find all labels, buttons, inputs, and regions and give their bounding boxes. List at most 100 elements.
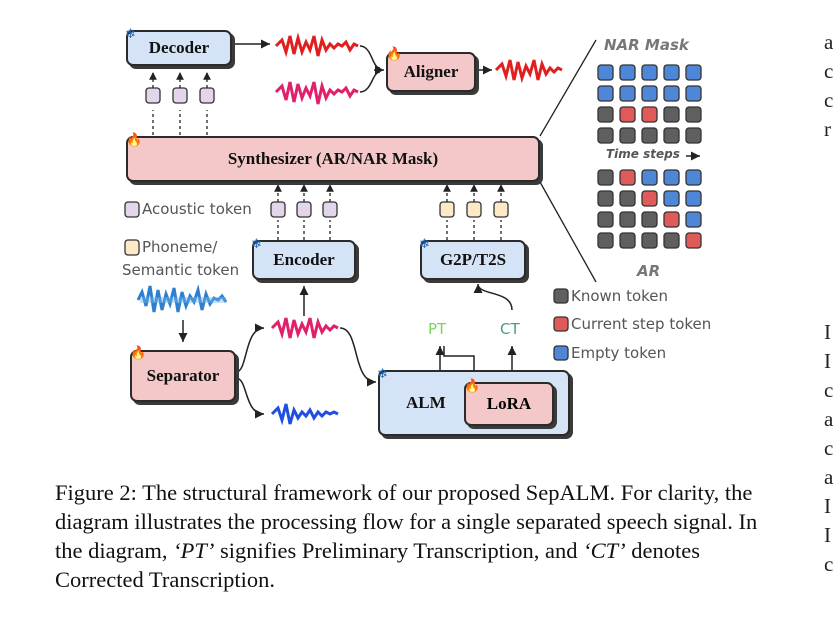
- nar-cell-known: [663, 106, 680, 123]
- ar-cell-empty: [685, 169, 702, 186]
- ar-cell-empty: [663, 169, 680, 186]
- ar-cell-known: [597, 190, 614, 207]
- flame-icon: 🔥: [126, 133, 143, 148]
- nar-cell-empty: [619, 64, 636, 81]
- nar-cell-empty: [663, 64, 680, 81]
- nar-cell-current: [641, 106, 658, 123]
- ar-cell-known: [619, 211, 636, 228]
- aligner-box: Aligner: [386, 52, 476, 92]
- empty-token-swatch: [553, 345, 569, 361]
- snowflake-icon: ❄: [419, 237, 430, 252]
- caption-pt-term: ‘PT’: [173, 538, 215, 563]
- decoded-waveform-1: [274, 32, 359, 58]
- ar-cell-empty: [663, 190, 680, 207]
- edge-letter: a: [824, 407, 834, 431]
- edge-letter: [824, 260, 840, 289]
- caption-ct-term: ‘CT’: [583, 538, 626, 563]
- edge-letter: [824, 173, 840, 202]
- snowflake-icon: ❄: [377, 367, 388, 382]
- current-token-label: Current step token: [571, 315, 712, 333]
- edge-letter: [824, 231, 840, 260]
- ar-cell-known: [641, 211, 658, 228]
- edge-letter: I: [824, 523, 831, 547]
- edge-letter: [824, 202, 840, 231]
- ct-label: CT: [500, 320, 520, 338]
- figure-diagram: Decoder Aligner Synthesizer (AR/NAR Mask…: [122, 27, 712, 436]
- caption-text-2: signifies Preliminary Transcription, and: [214, 538, 584, 563]
- separated-waveform-1: [270, 317, 339, 340]
- nar-cell-empty: [619, 85, 636, 102]
- nar-cell-current: [619, 106, 636, 123]
- flame-icon: 🔥: [386, 47, 403, 62]
- caption-label: Figure 2:: [55, 480, 137, 505]
- edge-letter: c: [824, 552, 834, 576]
- ar-cell-known: [619, 190, 636, 207]
- ar-cell-known: [597, 169, 614, 186]
- caption-text-3: denotes Corrected Transcription.: [55, 538, 700, 592]
- nar-cell-known: [685, 106, 702, 123]
- phoneme-token-label-1: Phoneme/: [142, 238, 218, 256]
- edge-letter: I: [824, 494, 831, 518]
- alm-label: ALM: [406, 393, 446, 412]
- ar-cell-empty: [641, 169, 658, 186]
- edge-letter: [824, 144, 840, 173]
- nar-cell-empty: [597, 64, 614, 81]
- nar-cell-known: [685, 127, 702, 144]
- g2p-box: G2P/T2S: [420, 240, 526, 280]
- nar-cell-known: [641, 127, 658, 144]
- ar-cell-empty: [685, 211, 702, 228]
- phoneme-token-label-2: Semantic token: [122, 261, 240, 279]
- edge-letter: c: [824, 378, 834, 402]
- edge-letter: [824, 289, 840, 318]
- ar-cell-current: [685, 232, 702, 249]
- edge-letter: c: [824, 436, 834, 460]
- empty-token-label: Empty token: [571, 344, 667, 362]
- acoustic-token-label: Acoustic token: [142, 200, 252, 218]
- phoneme-token-swatch: [124, 239, 140, 256]
- nar-cell-empty: [685, 64, 702, 81]
- g2p-phoneme-tokens: [439, 184, 509, 240]
- nar-cell-known: [597, 127, 614, 144]
- nar-cell-known: [663, 127, 680, 144]
- ar-title: AR: [637, 262, 661, 280]
- edge-letter: a: [824, 30, 834, 54]
- edge-letter: a: [824, 465, 834, 489]
- pt-label: PT: [428, 320, 447, 338]
- nar-cell-empty: [641, 64, 658, 81]
- nar-cell-empty: [685, 85, 702, 102]
- caption-text-1: The structural framework of our proposed…: [55, 480, 758, 563]
- nar-cell-empty: [597, 85, 614, 102]
- edge-letter: c: [824, 59, 834, 83]
- ar-cell-current: [641, 190, 658, 207]
- ar-cell-current: [663, 211, 680, 228]
- snowflake-icon: ❄: [125, 27, 136, 42]
- aligned-waveform: [494, 59, 563, 84]
- edge-letter: r: [824, 117, 831, 141]
- synth-to-decoder-tokens: [145, 72, 215, 135]
- lora-box: LoRA: [464, 382, 554, 426]
- nar-cell-empty: [663, 85, 680, 102]
- decoder-box: Decoder: [126, 30, 232, 66]
- snowflake-icon: ❄: [251, 237, 262, 252]
- edge-letter: c: [824, 88, 834, 112]
- separator-box: Separator: [130, 350, 236, 402]
- ar-cell-known: [663, 232, 680, 249]
- nar-cell-known: [619, 127, 636, 144]
- ar-cell-known: [641, 232, 658, 249]
- nar-mask-title: NAR Mask: [604, 36, 689, 54]
- mixture-waveform: [136, 284, 228, 313]
- flame-icon: 🔥: [464, 379, 481, 394]
- figure-caption: Figure 2: The structural framework of ou…: [55, 478, 790, 594]
- ar-cell-current: [619, 169, 636, 186]
- nar-mask-grid: [597, 64, 702, 144]
- ar-cell-empty: [685, 190, 702, 207]
- ar-cell-known: [597, 211, 614, 228]
- encoder-acoustic-tokens: [270, 184, 338, 240]
- alm-box: ALM: [378, 370, 570, 436]
- ar-cell-known: [597, 232, 614, 249]
- encoder-box: Encoder: [252, 240, 356, 280]
- separated-waveform-2: [270, 403, 339, 426]
- nar-cell-known: [597, 106, 614, 123]
- synthesizer-box: Synthesizer (AR/NAR Mask): [126, 136, 540, 182]
